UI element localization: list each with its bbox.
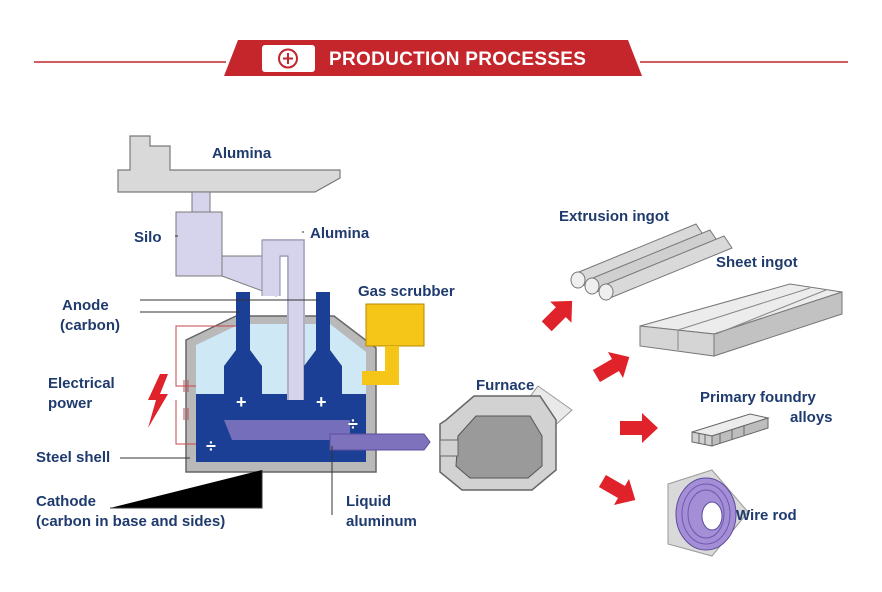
liquid-aluminum-pool bbox=[224, 420, 350, 440]
label-steel-shell: Steel shell bbox=[36, 449, 110, 466]
wire-rod-coil bbox=[667, 469, 749, 557]
liquid-aluminum-tap bbox=[329, 433, 431, 451]
lightning-icon bbox=[148, 374, 168, 428]
label-gas-scrubber: Gas scrubber bbox=[358, 283, 455, 300]
label-alumina-pipe: Alumina bbox=[310, 225, 370, 242]
anode-symbol-left: + bbox=[236, 392, 247, 412]
label-sheet-ingot: Sheet ingot bbox=[716, 254, 798, 271]
gas-scrubber bbox=[362, 303, 425, 385]
label-liquid-line1: Liquid bbox=[346, 493, 391, 510]
alumina-conveyor bbox=[117, 135, 341, 193]
arrow-to-extrusion-ingot bbox=[541, 300, 573, 332]
alumina-feed-pipe bbox=[262, 239, 305, 400]
arrow-to-foundry-alloys bbox=[620, 413, 658, 443]
foundry-alloy-stack bbox=[691, 413, 770, 447]
company-logo-icon bbox=[278, 48, 298, 69]
label-furnace: Furnace bbox=[476, 377, 534, 394]
label-alumina-top: Alumina bbox=[212, 145, 272, 162]
label-foundry-line2: alloys bbox=[790, 409, 833, 426]
arrow-to-sheet-ingot bbox=[592, 352, 630, 383]
header-banner: PRODUCTION PROCESSES bbox=[34, 40, 848, 76]
label-cathode-line1: Cathode bbox=[36, 493, 96, 510]
furnace bbox=[439, 385, 573, 491]
label-cathode-line2: (carbon in base and sides) bbox=[36, 513, 225, 530]
anode-right bbox=[304, 292, 342, 414]
anode-symbol-right: + bbox=[316, 392, 327, 412]
label-foundry-line1: Primary foundry bbox=[700, 389, 817, 406]
label-electrical-line1: Electrical bbox=[48, 375, 115, 392]
electrical-circuit bbox=[175, 325, 236, 445]
cathode-symbol-left: ÷ bbox=[206, 436, 216, 456]
label-silo: Silo bbox=[134, 229, 162, 246]
header-band bbox=[224, 40, 642, 76]
cathode-symbol-right: ÷ bbox=[348, 414, 358, 434]
extrusion-ingots bbox=[570, 223, 733, 301]
label-anode-line1: Anode bbox=[62, 297, 109, 314]
label-wire-rod: Wire rod bbox=[736, 507, 797, 524]
anode-left bbox=[224, 292, 262, 414]
label-anode-line2: (carbon) bbox=[60, 317, 120, 334]
label-extrusion-ingot: Extrusion ingot bbox=[559, 208, 669, 225]
sheet-ingots bbox=[639, 283, 843, 357]
label-electrical-line2: power bbox=[48, 395, 92, 412]
leader-lines bbox=[110, 231, 333, 515]
label-liquid-line2: aluminum bbox=[346, 513, 417, 530]
header-title: PRODUCTION PROCESSES bbox=[329, 49, 586, 70]
silo bbox=[175, 191, 277, 297]
arrow-to-wire-rod bbox=[598, 474, 636, 505]
